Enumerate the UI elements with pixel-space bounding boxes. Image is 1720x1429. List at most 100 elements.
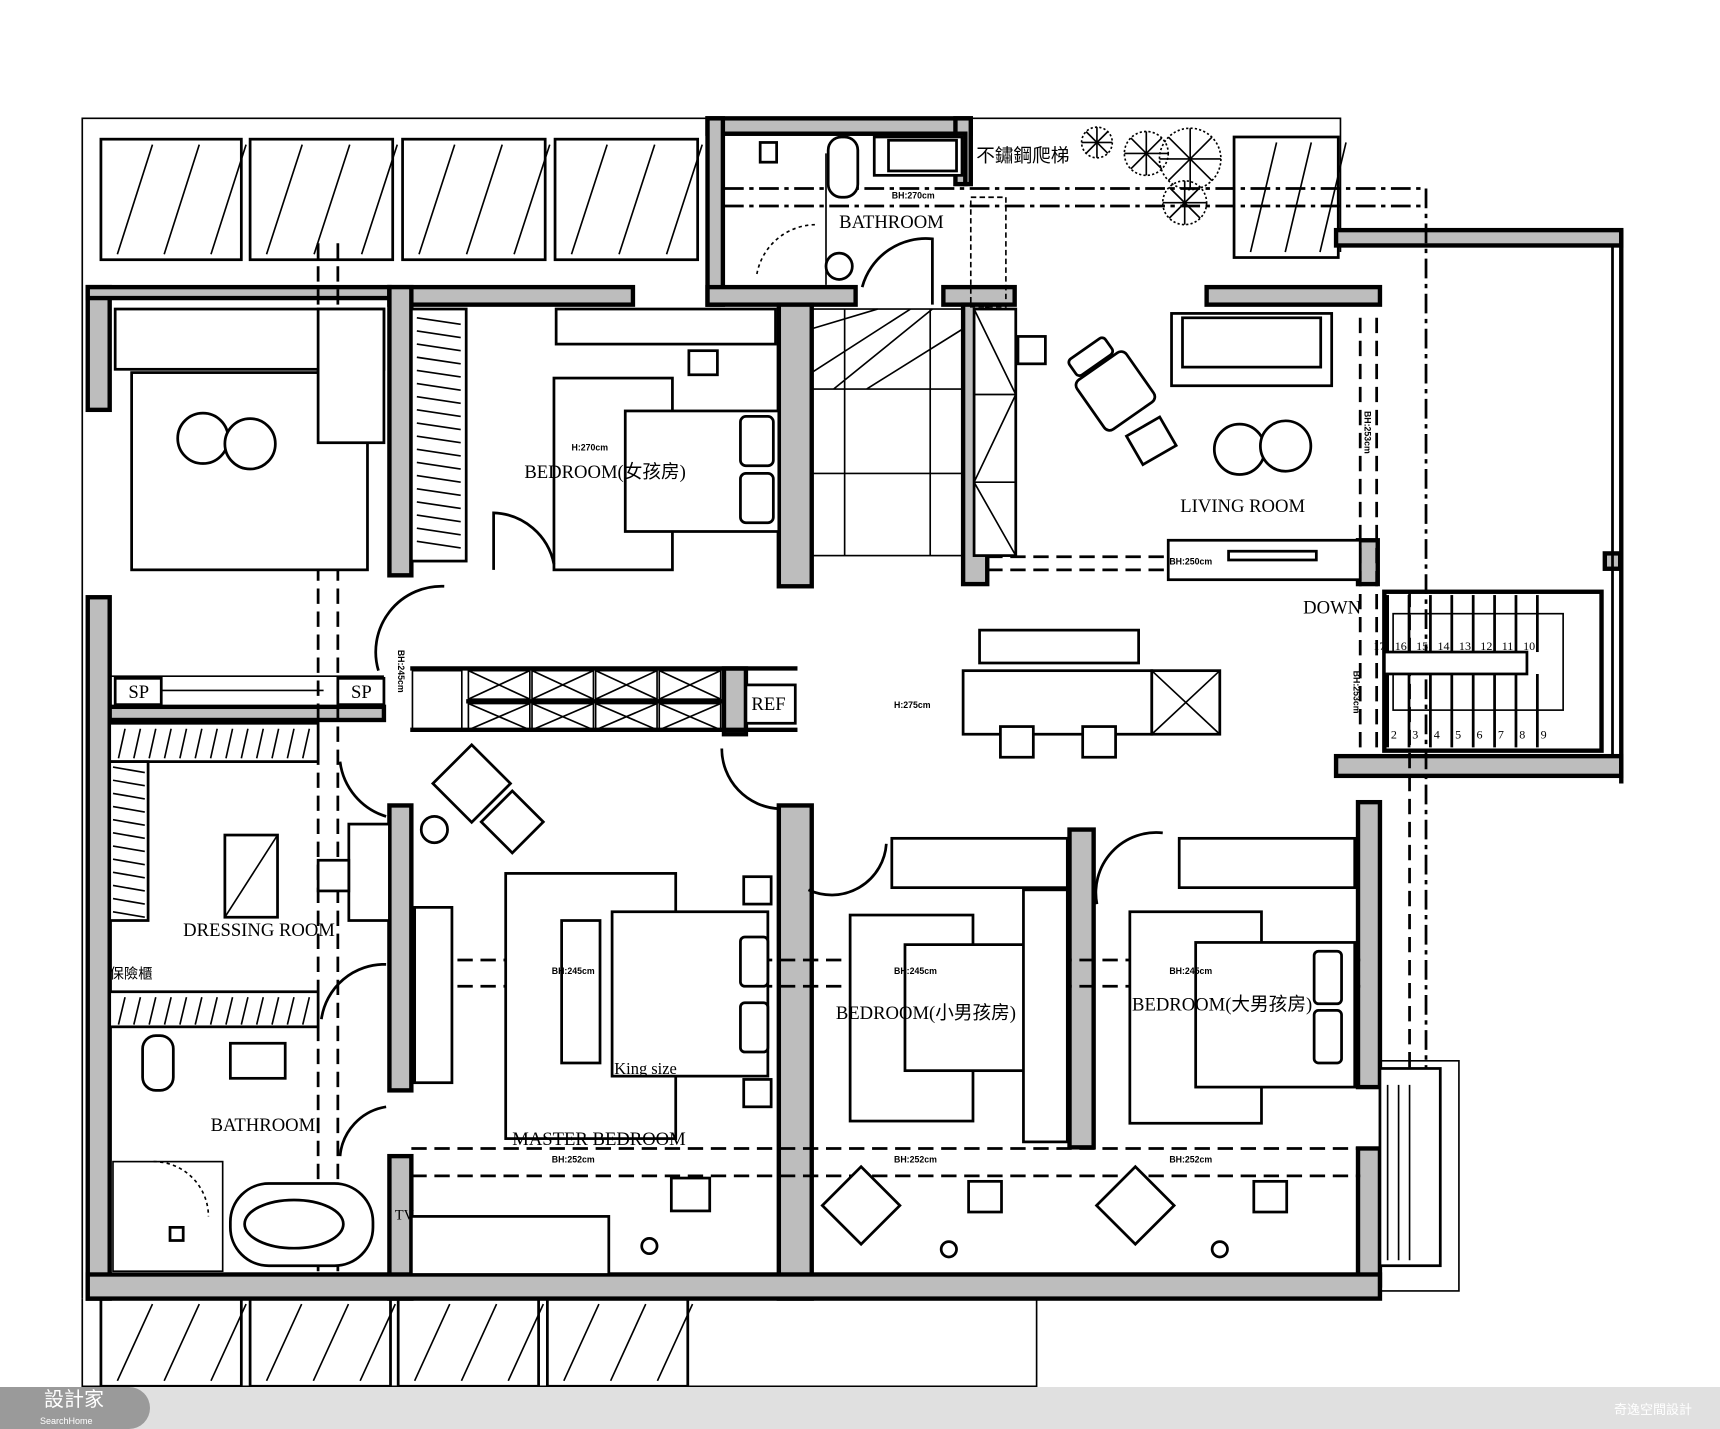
living-room-furniture	[972, 307, 1362, 582]
glass-hatch	[1249, 142, 1278, 253]
wardrobe-hanger	[112, 832, 145, 840]
tree-branch	[1096, 131, 1109, 144]
stair-step-number: 12	[1480, 639, 1492, 653]
room-label-dressing-room: DRESSING ROOM	[183, 920, 335, 941]
sp-label-right: SP	[351, 682, 372, 703]
ladder-label: 不鏽鋼爬梯	[976, 146, 1069, 167]
stair-step-number: 17	[1373, 639, 1385, 653]
stair-step-number: 3	[1412, 728, 1418, 742]
wardrobe-hanger	[112, 884, 145, 892]
wardrobe-hanger	[117, 997, 126, 1025]
glass-hatch	[1284, 142, 1313, 253]
stair-step-number: 13	[1459, 639, 1471, 653]
wardrobe-hanger	[112, 766, 145, 774]
cabinet-cross	[531, 702, 594, 731]
glass-window	[248, 137, 395, 262]
glass-window	[553, 137, 700, 262]
glass-hatch	[163, 1303, 201, 1382]
wardrobe-hanger	[416, 356, 461, 365]
wardrobe-hanger	[416, 527, 461, 536]
height-labels: BH:270cm H:270cm BH:250cm H:275cm BH:245…	[396, 190, 1372, 1164]
top-bathroom-fixtures	[722, 131, 1007, 308]
master-bedroom-furniture	[409, 742, 888, 1276]
wardrobe-hanger	[416, 369, 461, 378]
height-small-boy: BH:245cm	[894, 966, 937, 976]
room-label-living-room: LIVING ROOM	[1180, 496, 1305, 517]
cabinet-cross	[595, 702, 658, 731]
glass-hatch	[163, 144, 201, 255]
glass-hatch	[656, 1303, 694, 1382]
glass-hatch	[265, 144, 303, 255]
tree-branch	[1189, 158, 1213, 182]
tree-branch	[1130, 152, 1147, 170]
glass-window	[99, 137, 243, 262]
wardrobe-hanger	[271, 997, 280, 1025]
logo-main-text: 設計家	[44, 1387, 104, 1411]
glass-window	[396, 1297, 540, 1388]
height-bedroom-girl: H:270cm	[572, 442, 609, 452]
wardrobe-hanger	[112, 897, 145, 905]
wardrobe-hanger	[301, 728, 311, 759]
glass-hatch	[116, 1303, 154, 1382]
wardrobe-hanger	[225, 728, 234, 759]
room-labels: BATHROOM 不鏽鋼爬梯 BEDROOM(女孩房) LIVING ROOM …	[110, 146, 1362, 1223]
wardrobe-hanger	[416, 487, 461, 497]
wardrobe-hanger	[301, 997, 311, 1025]
tree-branch	[1168, 202, 1186, 219]
master-bathroom-fixtures	[112, 1034, 375, 1273]
stair-step-number: 7	[1498, 728, 1504, 742]
glass-window	[401, 137, 547, 262]
tree-branch	[1145, 137, 1163, 155]
wardrobe-hanger	[416, 501, 461, 510]
ref-label: REF	[751, 694, 785, 715]
designer-credit: 奇逸空間設計	[1613, 1403, 1692, 1418]
cabinet-cross	[595, 669, 658, 700]
room-label-bathroom-master: BATHROOM	[211, 1115, 316, 1136]
hall-furniture	[411, 628, 1222, 759]
girl-bedroom-furniture	[409, 307, 781, 572]
stair-step-number: 9	[1541, 728, 1547, 742]
glass-hatch	[313, 144, 351, 255]
tree-branch	[1184, 186, 1201, 204]
wardrobe-hanger	[240, 997, 249, 1025]
wardrobe-hanger	[112, 845, 145, 853]
glass-hatch	[618, 144, 656, 255]
cabinet	[411, 669, 463, 731]
staircase	[1382, 589, 1604, 753]
left-rooms-furniture	[108, 307, 445, 1157]
tree-branch	[1167, 158, 1191, 182]
wardrobe-hanger	[255, 728, 265, 759]
height-small-boy-window: BH:252cm	[894, 1155, 937, 1165]
stair-step-number: 10	[1523, 639, 1535, 653]
height-bathroom-top: BH:270cm	[892, 190, 935, 200]
wardrobe-hanger	[416, 514, 461, 523]
wardrobe-hanger	[286, 728, 295, 759]
wardrobe-hanger	[117, 728, 126, 759]
cabinet	[531, 702, 595, 731]
wardrobe-hanger	[416, 461, 461, 470]
wardrobe-hanger	[163, 997, 172, 1025]
wardrobe-hanger	[416, 382, 461, 391]
windows	[99, 135, 1347, 1388]
cabinet	[658, 702, 722, 731]
wardrobe-hanger	[112, 858, 145, 866]
height-master: BH:245cm	[552, 966, 595, 976]
king-size-label: King size	[614, 1059, 677, 1078]
safe-label: 保險櫃	[110, 966, 153, 983]
height-master-window: BH:252cm	[552, 1155, 595, 1165]
stair-step-number: 8	[1519, 728, 1525, 742]
wardrobe-hanger	[416, 409, 461, 418]
wardrobe-hanger	[148, 728, 157, 759]
glass-hatch	[210, 1303, 247, 1382]
boys-bedrooms-furniture	[820, 831, 1442, 1268]
cabinet	[658, 669, 722, 700]
glass-hatch	[418, 144, 456, 255]
tree-branch	[1145, 152, 1163, 170]
wardrobe-hanger	[112, 792, 145, 800]
wardrobe-hanger	[416, 448, 461, 457]
tree-branch	[1096, 141, 1109, 154]
searchhome-logo: 設計家 SearchHome	[0, 1387, 150, 1429]
wardrobe-hanger	[148, 997, 157, 1025]
